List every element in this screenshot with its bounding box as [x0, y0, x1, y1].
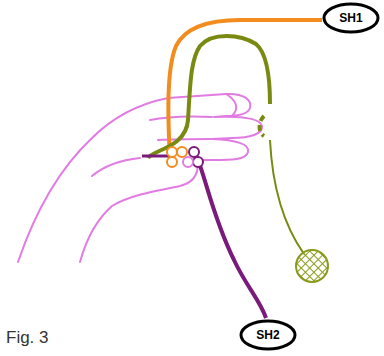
olive-strand-lower	[270, 140, 304, 254]
oval-label: SH1	[322, 2, 380, 34]
label-text: SH2	[256, 328, 279, 342]
figure-caption: Fig. 3	[6, 328, 49, 348]
yarn-ball	[296, 250, 328, 282]
label-text: SH1	[339, 11, 362, 25]
oval-shape	[241, 321, 295, 349]
strand-end	[142, 155, 170, 158]
oval-shape	[324, 4, 378, 32]
olive-strand-behind	[260, 116, 265, 136]
oval-label: SH2	[239, 319, 297, 351]
olive-strand	[148, 36, 270, 158]
stitches	[167, 147, 203, 167]
purple-strand	[198, 160, 266, 318]
